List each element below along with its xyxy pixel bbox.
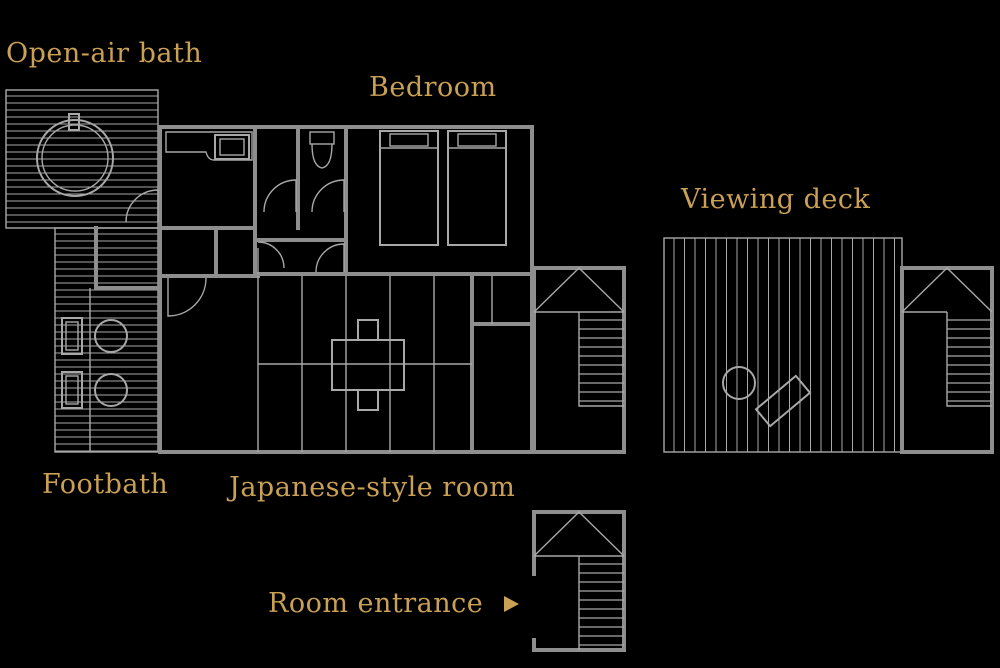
- toilet-tank: [309, 131, 335, 145]
- deck-bench: [754, 374, 812, 428]
- staircase-main: [532, 266, 626, 454]
- bath-tub-inner: [41, 124, 109, 192]
- label-open-air-bath: Open-air bath: [6, 38, 202, 69]
- label-viewing-deck: Viewing deck: [680, 184, 871, 215]
- label-bedroom: Bedroom: [369, 72, 497, 103]
- footbath-stool-1: [94, 319, 128, 353]
- footbath-basin-2: [61, 371, 83, 409]
- low-table: [331, 319, 405, 411]
- staircase-deck: [900, 266, 994, 454]
- washroom-fixtures: [165, 131, 335, 169]
- interior-walls: [94, 125, 534, 454]
- open-air-bath-deck: [5, 89, 159, 229]
- label-room-entrance: Room entrance: [268, 588, 483, 619]
- footbath-basin-1: [61, 317, 83, 355]
- bath-tub-outer: [36, 119, 114, 197]
- staircase-entrance: [532, 510, 626, 652]
- bed-2: [447, 130, 507, 246]
- triangle-right-icon: [504, 596, 519, 612]
- toilet-bowl: [311, 143, 333, 169]
- tatami-mats: [257, 276, 493, 452]
- doors: [125, 179, 345, 317]
- footbath-deck: [54, 227, 159, 453]
- bed-1: [379, 130, 439, 246]
- floor-cushion-2: [357, 389, 379, 411]
- sink: [214, 134, 250, 160]
- deck-stool: [722, 366, 756, 400]
- low-table-top: [331, 339, 405, 391]
- footbath-stool-2: [94, 373, 128, 407]
- label-japanese-style-room: Japanese-style room: [226, 472, 515, 503]
- bath-spout: [68, 113, 80, 131]
- beds: [379, 130, 507, 246]
- viewing-deck: [663, 237, 903, 453]
- label-footbath: Footbath: [42, 469, 168, 500]
- floor-cushion-1: [357, 319, 379, 341]
